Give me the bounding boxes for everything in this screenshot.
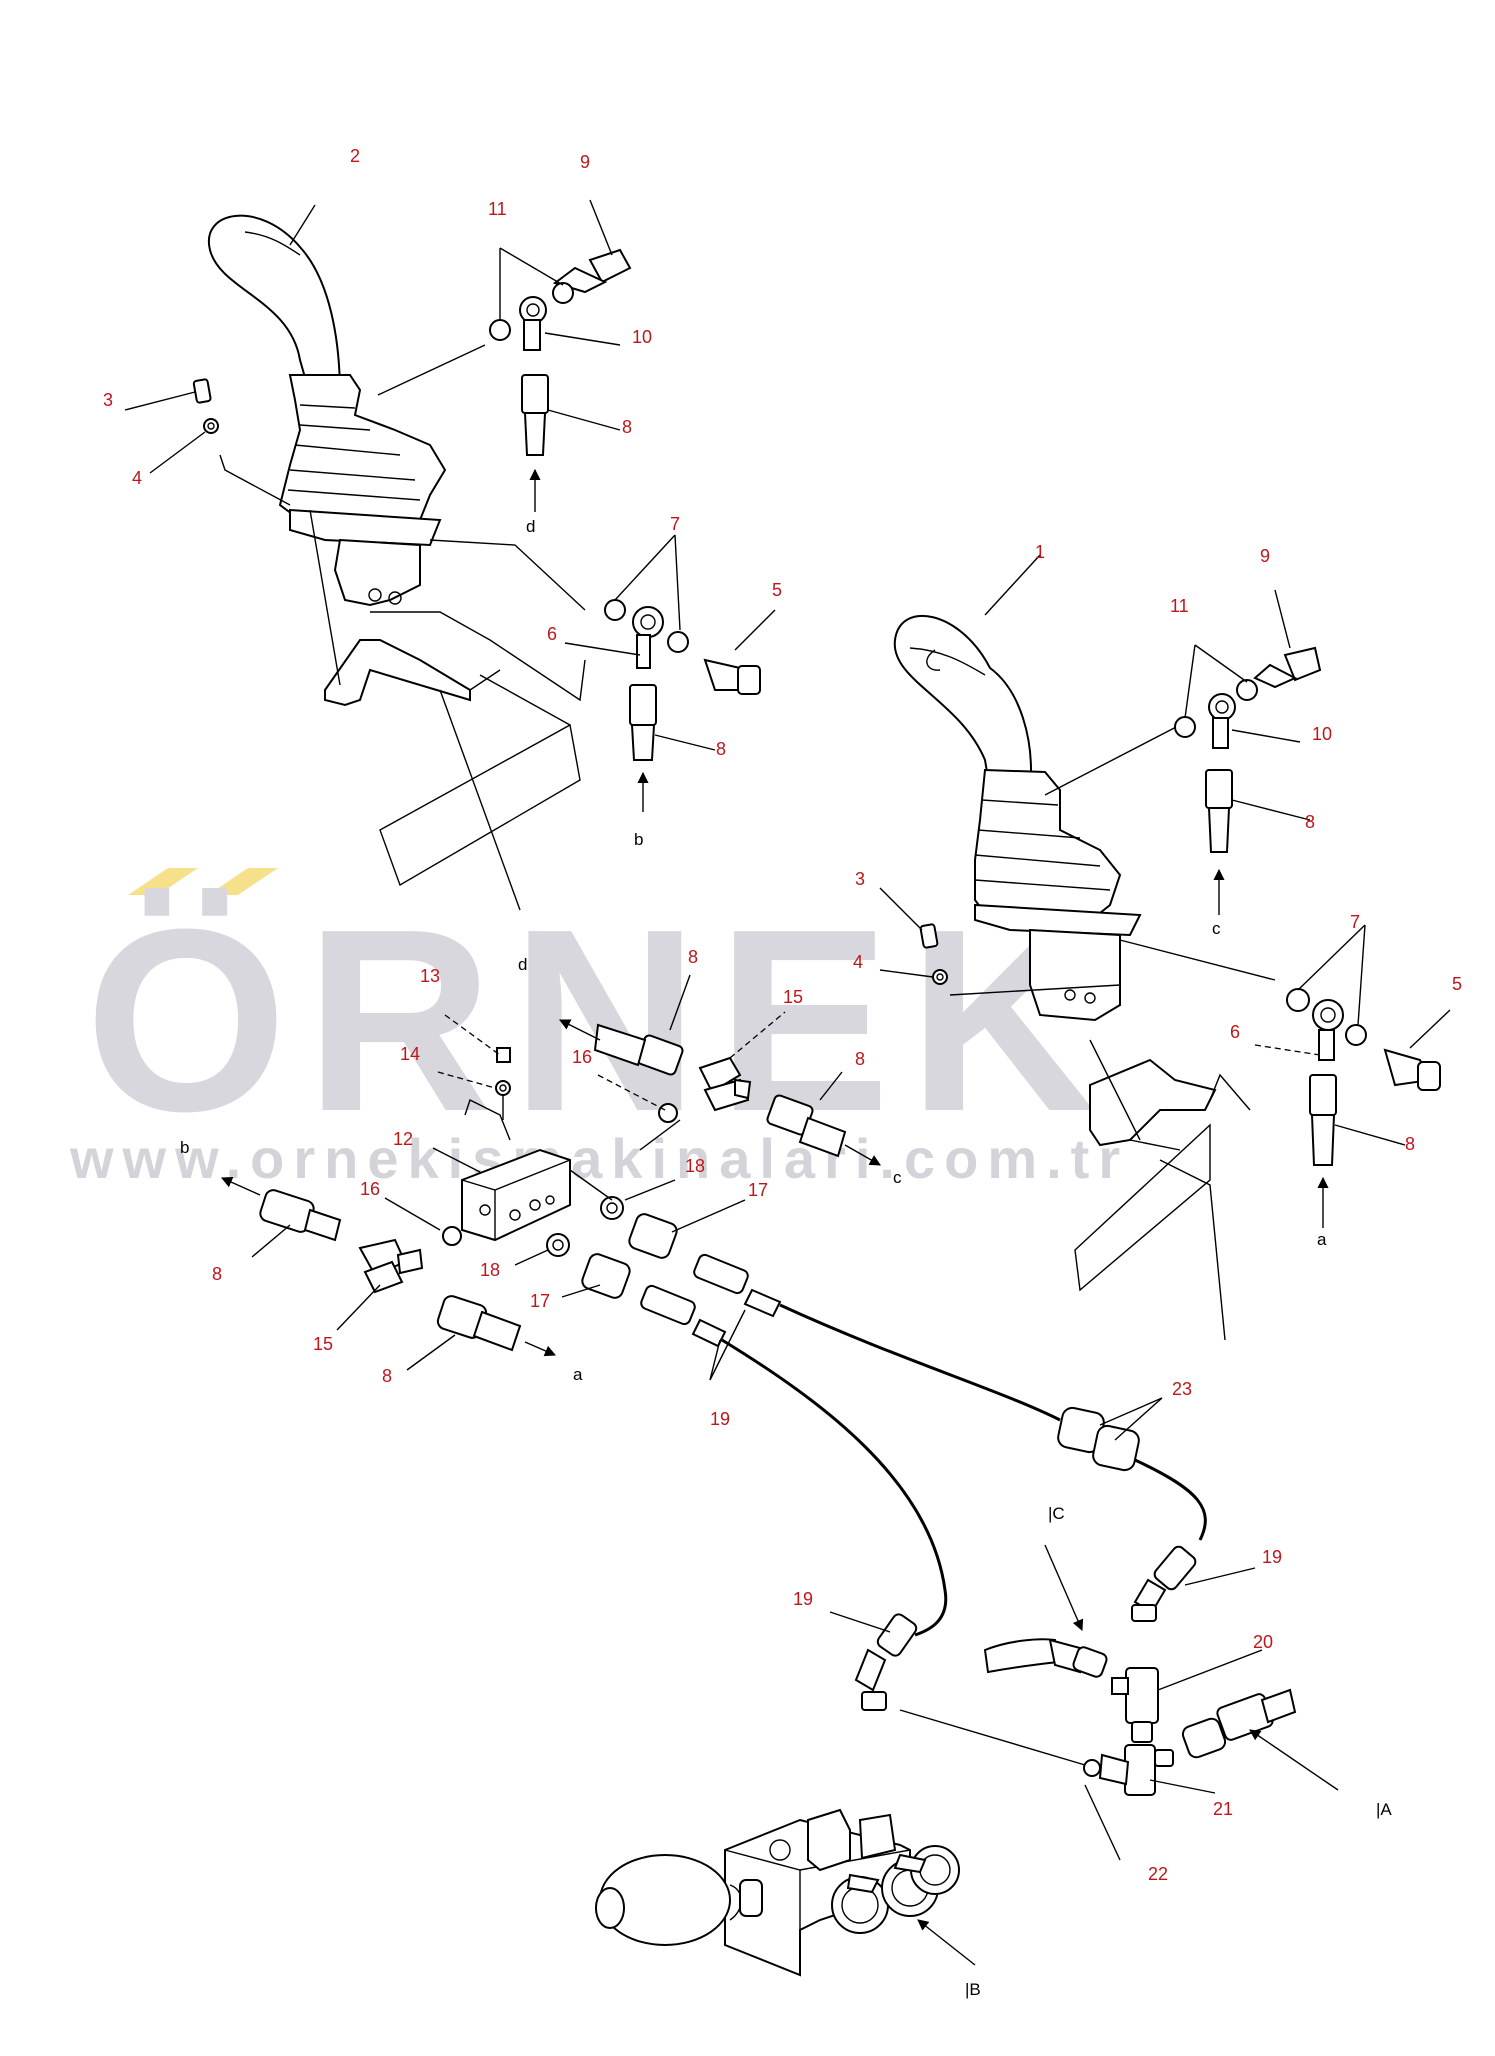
label-banjo-bolt-left: 5 <box>772 580 782 600</box>
accumulator-valve-block <box>595 1808 960 1977</box>
watermark-accent-mark <box>128 868 198 895</box>
label-seal-ring-right: 7 <box>1350 912 1360 932</box>
label-plug-washer: 14 <box>400 1044 420 1064</box>
pilot-hoses-19 <box>640 1253 1061 1637</box>
label-o-ring-small: 22 <box>1148 1864 1168 1884</box>
label-washer-left: 4 <box>132 468 142 488</box>
port-label-A: |A <box>1376 1800 1392 1819</box>
port-label-c-mid: c <box>893 1168 902 1187</box>
label-tee-fitting-upper: 15 <box>783 987 803 1007</box>
watermark-url: www.ornekismakinalari.com.tr <box>69 1127 1129 1190</box>
label-right-joystick: 1 <box>1035 542 1045 562</box>
label-banjo-fitting-right: 6 <box>1230 1022 1240 1042</box>
port-A-fitting <box>1181 1688 1297 1759</box>
manifold-block-12 <box>461 1099 571 1242</box>
tee-union-20 <box>983 1638 1159 1743</box>
label-banjo-fitting-left: 6 <box>547 624 557 644</box>
label-seal-upper: 18 <box>685 1156 705 1176</box>
label-elbow-union: 21 <box>1213 1799 1233 1819</box>
label-connector-upper: 17 <box>748 1180 768 1200</box>
label-seal-lower: 18 <box>480 1260 500 1280</box>
port-label-a-top: a <box>1317 1230 1327 1249</box>
label-bolt-right: 9 <box>1260 546 1270 566</box>
label-screw-left: 3 <box>103 390 113 410</box>
elbow-union-21 <box>1083 1744 1174 1796</box>
label-seal-washer-right: 11 <box>1170 596 1189 616</box>
watermark-brand: ÖRNEK <box>85 876 1114 1166</box>
left-joystick-assembly <box>207 214 586 911</box>
label-elbow-fitting-left: 10 <box>632 327 652 347</box>
left-upper-fittings <box>489 248 632 456</box>
label-screw-right: 3 <box>855 869 865 889</box>
label-hose-guard: 23 <box>1172 1379 1192 1399</box>
port-letters: d b c a d b c a |C |A |B <box>180 517 1392 1999</box>
port-label-d-top: d <box>526 517 535 536</box>
watermark-accent-mark <box>208 868 278 895</box>
label-hose-adapter-right-upper: 8 <box>1305 812 1315 832</box>
port-label-b-top: b <box>634 830 643 849</box>
label-tee-union: 20 <box>1253 1632 1273 1652</box>
hose-guard-23 <box>1057 1406 1207 1541</box>
label-hose-adapter-bottom: 8 <box>382 1366 392 1386</box>
label-banjo-bolt-right: 5 <box>1452 974 1462 994</box>
solenoid-coils <box>831 1845 960 1934</box>
label-plug-screw: 13 <box>420 966 440 986</box>
port-label-b-mid: b <box>180 1138 189 1157</box>
label-hose-adapter-left-mid: 8 <box>212 1264 222 1284</box>
screw-3-left <box>192 378 219 434</box>
port-label-a-mid: a <box>573 1365 583 1384</box>
label-elbow-fitting-right: 10 <box>1312 724 1332 744</box>
pilot-hose-19-left-end <box>854 1613 918 1711</box>
right-lower-fittings <box>1286 988 1441 1166</box>
label-washer-right: 4 <box>853 952 863 972</box>
label-seal-washer-left: 11 <box>488 199 507 219</box>
port-label-c-top: c <box>1212 919 1221 938</box>
label-tee-fitting-lower: 15 <box>313 1334 333 1354</box>
label-o-ring-upper: 16 <box>572 1047 592 1067</box>
left-lower-fittings <box>604 599 761 761</box>
label-hose-adapter-right-lower: 8 <box>1405 1134 1415 1154</box>
label-o-ring-lower: 16 <box>360 1179 380 1199</box>
label-pilot-hose-left: 19 <box>793 1589 813 1609</box>
port-label-B: |B <box>965 1980 981 1999</box>
port-label-C: |C <box>1048 1504 1065 1523</box>
label-left-joystick: 2 <box>350 146 360 166</box>
label-bolt-left: 9 <box>580 152 590 172</box>
label-pilot-hose-right: 19 <box>1262 1547 1282 1567</box>
plug-13-14 <box>495 1047 511 1096</box>
part-labels: 2 9 11 10 3 8 4 7 5 6 8 1 9 11 10 8 3 7 … <box>103 146 1462 1884</box>
label-connector-lower: 17 <box>530 1291 550 1311</box>
label-pilot-hose-upper: 19 <box>710 1409 730 1429</box>
label-seal-ring-left: 7 <box>670 514 680 534</box>
right-upper-fittings <box>1174 646 1322 853</box>
label-manifold-block: 12 <box>393 1129 413 1149</box>
tee-fitting-15-upper <box>593 1023 847 1158</box>
label-hose-adapter-mid-upper: 8 <box>688 947 698 967</box>
right-joystick-assembly <box>893 614 1251 1341</box>
pilot-hose-19-right-end <box>1131 1545 1197 1622</box>
label-hose-adapter-left-upper: 8 <box>622 417 632 437</box>
port-label-d-mid: d <box>518 955 527 974</box>
label-hose-adapter-mid-right: 8 <box>855 1049 865 1069</box>
label-hose-adapter-left-lower: 8 <box>716 739 726 759</box>
tee-fitting-15-lower <box>259 1189 522 1352</box>
